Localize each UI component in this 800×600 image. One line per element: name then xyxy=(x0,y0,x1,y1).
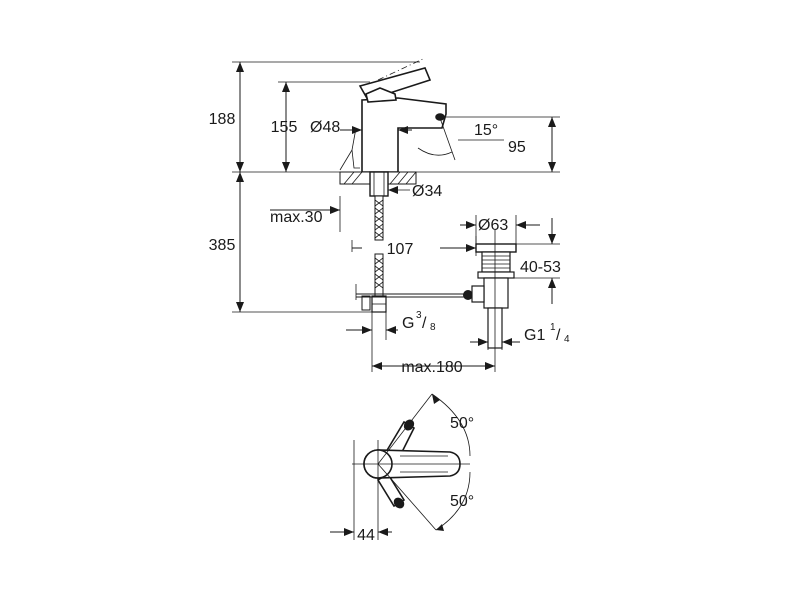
thread-g1-denominator: 4 xyxy=(564,334,570,345)
faucet-top-view xyxy=(330,393,471,540)
thread-g1-main: G1 xyxy=(524,327,545,344)
label-angle-50-upper: 50° xyxy=(450,415,474,432)
faucet-side-view xyxy=(339,57,456,173)
counter-top xyxy=(339,171,417,197)
popup-rod xyxy=(355,284,473,300)
label-44: 44 xyxy=(357,527,375,544)
label-40-53: 40-53 xyxy=(520,259,561,276)
label-155: 155 xyxy=(271,119,298,136)
label-angle-15: 15° xyxy=(474,122,498,139)
thread-g1-slash: / xyxy=(556,327,561,344)
label-188: 188 xyxy=(209,111,236,128)
waste-valve xyxy=(471,230,517,372)
label-107: 107 xyxy=(387,241,414,258)
dimension-labels: 188 155 Ø48 15° 95 Ø34 max.30 385 107 Ø6… xyxy=(209,111,570,544)
dimension-lines xyxy=(232,61,560,372)
label-max-30: max.30 xyxy=(270,209,323,226)
thread-g-slash: / xyxy=(422,315,427,332)
label-g-3-8: G 3 / 8 xyxy=(402,310,436,333)
thread-g1-numerator: 1 xyxy=(550,322,556,333)
label-max-180: max.180 xyxy=(401,359,462,376)
label-g1-1-4: G1 1 / 4 xyxy=(524,322,570,345)
label-95: 95 xyxy=(508,139,526,156)
label-385: 385 xyxy=(209,237,236,254)
label-diameter-34: Ø34 xyxy=(412,183,442,200)
thread-g-denominator: 8 xyxy=(430,322,436,333)
label-diameter-48: Ø48 xyxy=(310,119,340,136)
thread-g-main: G xyxy=(402,315,414,332)
supply-hoses xyxy=(361,195,387,313)
label-angle-50-lower: 50° xyxy=(450,493,474,510)
label-diameter-63: Ø63 xyxy=(478,217,508,234)
thread-g-numerator: 3 xyxy=(416,310,422,321)
